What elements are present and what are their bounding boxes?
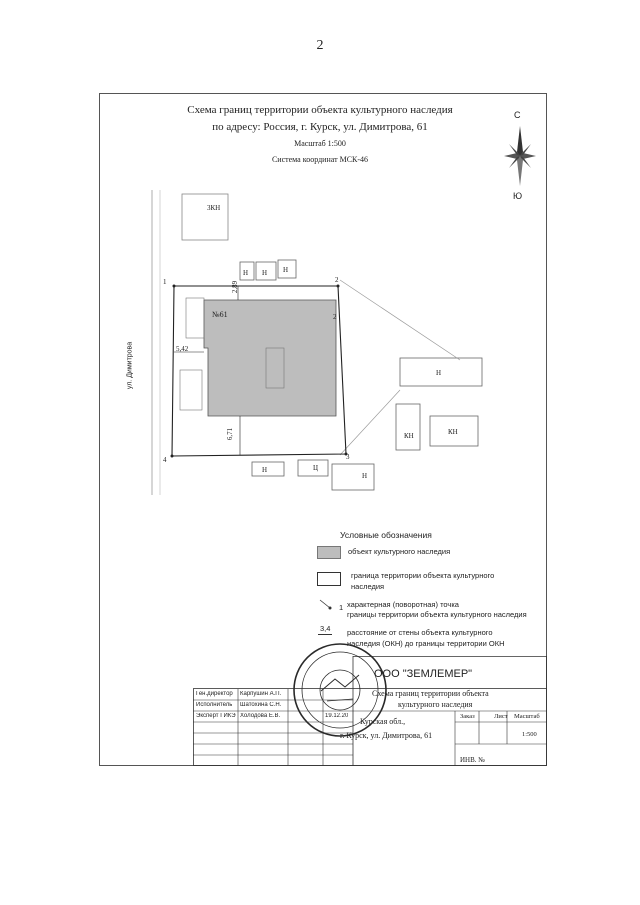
stamp-name: Шатохина С.Н. <box>240 702 282 708</box>
point-label: 4 <box>163 456 167 464</box>
building-kn <box>395 403 421 451</box>
legend-boundary-text-1: граница территории объекта культурного <box>351 571 495 580</box>
dimension-label: 5,42 <box>176 345 189 353</box>
dimension-label: 2 <box>333 313 337 321</box>
building-label: Н <box>243 269 249 277</box>
site-plan <box>151 190 483 495</box>
building-c <box>297 459 329 477</box>
inv-number: ИНВ. № <box>460 756 485 764</box>
building-n-bottom <box>251 461 285 477</box>
legend-object-text: объект культурного наследия <box>348 547 451 556</box>
building-n <box>239 261 255 281</box>
building-3kn <box>181 193 229 241</box>
building-label: КН <box>404 432 414 440</box>
dimension-label: 6,71 <box>226 427 235 441</box>
legend-title: Условные обозначения <box>340 530 432 540</box>
building-n <box>255 261 277 281</box>
building-label: Н <box>362 472 368 480</box>
compass: С Ю <box>500 108 540 204</box>
company-seal <box>293 643 387 737</box>
point-label: 1 <box>163 278 167 286</box>
stamp-role: Эксперт ГИКЭ <box>196 713 236 719</box>
scale-value: 1:500 <box>522 731 537 738</box>
object-label: №61 <box>212 310 228 319</box>
stamp-name: Карпушин А.П. <box>240 691 282 697</box>
legend-point-symbol <box>319 599 332 610</box>
building-label: Н <box>262 466 268 474</box>
heritage-object <box>203 299 337 417</box>
legend-distance-sample: 3,4 <box>318 624 333 635</box>
stamp-name: Холодова Е.В. <box>240 713 281 719</box>
legend-distance-text-1: расстояние от стены объекта культурного <box>347 628 493 637</box>
scheme-address: по адресу: Россия, г. Курск, ул. Димитро… <box>212 121 428 133</box>
legend-boundary-swatch <box>317 572 341 586</box>
legend-point-text-1: характерная (поворотная) точка <box>347 600 459 609</box>
legend-point-num: 1 <box>339 603 344 612</box>
stamp-role: Исполнитель <box>196 702 233 708</box>
col-list: Лист <box>494 713 508 720</box>
point-label: 3 <box>346 453 350 461</box>
building-n <box>277 259 297 279</box>
compass-south-label: Ю <box>513 191 523 201</box>
col-scale: Масштаб <box>514 713 540 720</box>
legend-object-swatch <box>317 546 341 559</box>
building-n-right <box>399 357 483 387</box>
point-label: 2 <box>335 276 339 284</box>
company-name: ООО "ЗЕМЛЕМЕР" <box>374 668 473 680</box>
building-label: Н <box>436 369 442 377</box>
building-n-bottom2 <box>331 463 375 491</box>
coordinate-system: Система координат МСК-46 <box>271 155 369 164</box>
legend-point-text-2: границы территории объекта культурного н… <box>347 610 527 619</box>
building-label: Ц <box>313 464 319 472</box>
dimension-label: 2,89 <box>231 280 240 294</box>
building-label: 3КН <box>207 204 221 212</box>
page-number: 2 <box>316 38 324 53</box>
location-1: Курская обл., <box>360 717 406 726</box>
scheme-title: Схема границ территории объекта культурн… <box>187 104 453 116</box>
stamp-role: Ген.директор <box>196 691 233 697</box>
compass-rose-icon <box>504 126 536 186</box>
doc-title-1: Схема границ территории объекта <box>372 689 489 698</box>
building-label: Н <box>283 266 289 274</box>
scheme-scale: Масштаб 1:500 <box>294 139 346 148</box>
doc-title-2: культурного наследия <box>398 700 473 709</box>
building-kn-right <box>429 415 479 447</box>
compass-north-label: С <box>514 110 521 120</box>
location-2: г. Курск, ул. Димитрова, 61 <box>340 731 433 740</box>
col-zakaz: Заказ <box>460 713 475 720</box>
legend-distance-text-2: наследия (ОКН) до границы территории ОКН <box>347 639 505 648</box>
title-block-grid <box>193 656 547 766</box>
street-label: ул. Димитрова <box>126 341 134 390</box>
building-label: КН <box>448 428 458 436</box>
stamp-date: 19.12.20 <box>325 713 349 719</box>
building-label: Н <box>262 269 268 277</box>
legend-boundary-text-2: наследия <box>351 582 385 591</box>
